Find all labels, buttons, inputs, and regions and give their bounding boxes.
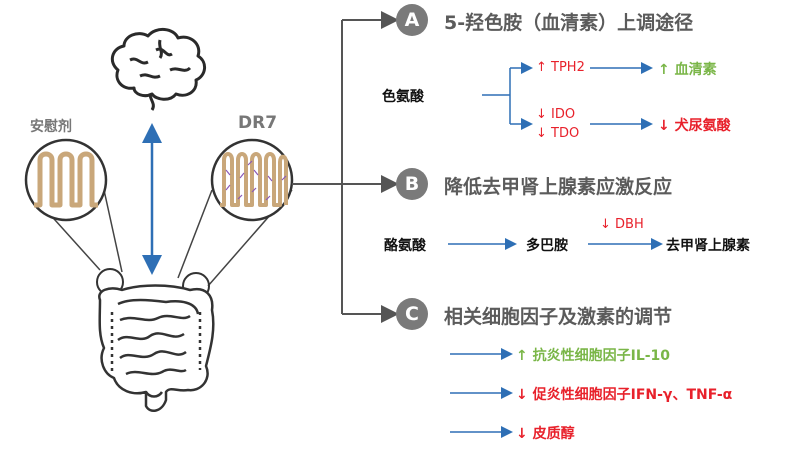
tdo-label: ↓ TDO — [536, 126, 580, 141]
villi-damaged-icon — [210, 138, 294, 222]
intestine-icon — [98, 284, 215, 413]
dopamine-label: 多巴胺 — [526, 238, 568, 254]
dbh-label: ↓ DBH — [600, 217, 644, 232]
tyrosine-label: 酪氨酸 — [384, 238, 426, 254]
brain-icon — [110, 28, 206, 111]
pathway-a-arrows — [482, 62, 653, 130]
dr7-label: DR7 — [238, 113, 278, 133]
cortisol-label: ↓ 皮质醇 — [516, 426, 575, 442]
tryptophan-label: 色氨酸 — [382, 89, 424, 105]
kynurenine-label: ↓ 犬尿氨酸 — [658, 118, 731, 134]
section-a-badge: A — [396, 4, 428, 36]
section-c-badge: C — [396, 298, 428, 330]
ido-label: ↓ IDO — [536, 107, 576, 122]
villi-smooth-icon — [24, 138, 108, 222]
section-c-title: 相关细胞因子及激素的调节 — [444, 306, 673, 328]
section-b-badge: B — [396, 168, 428, 200]
pathway-c-arrows — [450, 348, 513, 438]
tph2-label: ↑ TPH2 — [536, 60, 585, 75]
il10-label: ↑ 抗炎性细胞因子IL-10 — [516, 348, 671, 364]
placebo-label: 安慰剂 — [30, 119, 72, 135]
norepinephrine-label: 去甲肾上腺素 — [666, 238, 750, 254]
serotonin-label: ↑ 血清素 — [658, 62, 717, 78]
section-b-title: 降低去甲肾上腺素应激反应 — [444, 176, 673, 198]
section-a-title: 5-羟色胺（血清素）上调途径 — [444, 12, 694, 34]
section-bracket — [292, 11, 399, 323]
proinflammatory-label: ↓ 促炎性细胞因子IFN-γ、TNF-α — [516, 387, 733, 403]
